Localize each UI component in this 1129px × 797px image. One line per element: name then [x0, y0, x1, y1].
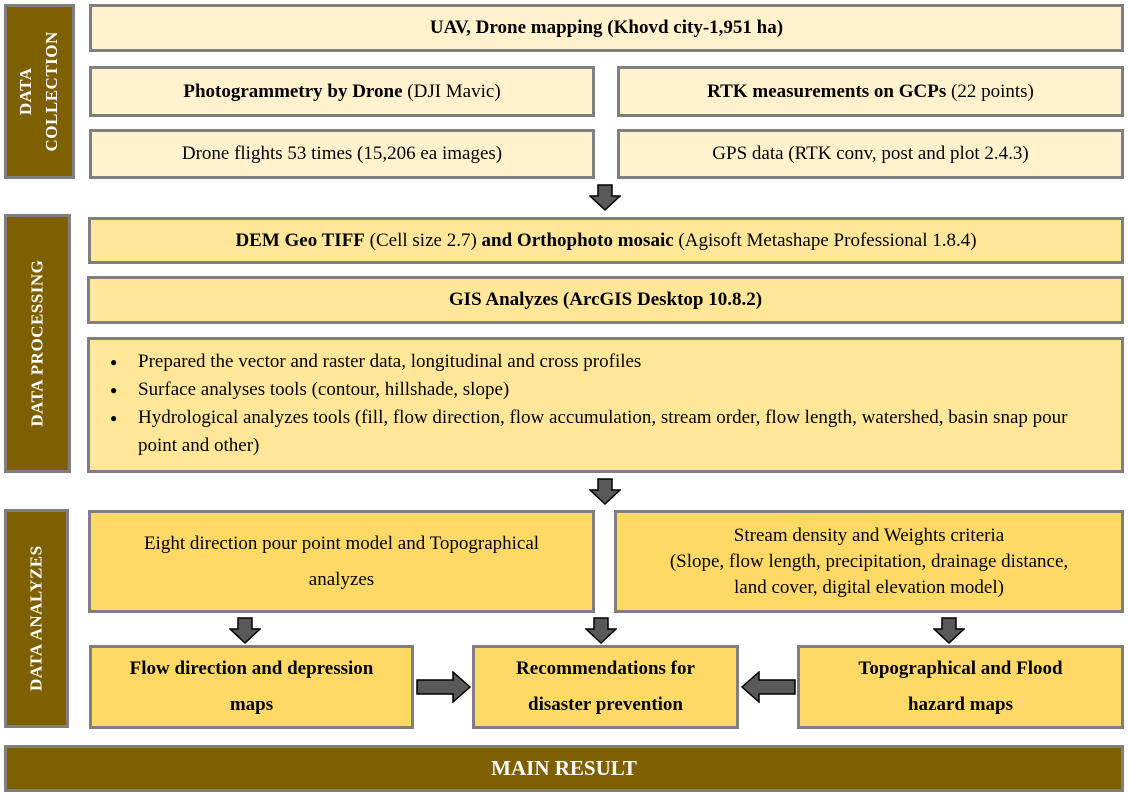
arrow-down-icon	[589, 478, 621, 505]
box-text: UAV, Drone mapping (Khovd city-1,951 ha)	[429, 17, 784, 39]
list-item: Prepared the vector and raster data, lon…	[108, 348, 1105, 376]
box-text: Flow direction and depression maps	[129, 658, 374, 715]
arrow-down-icon	[585, 617, 617, 644]
list-item: Hydrological analyzes tools (fill, flow …	[108, 404, 1105, 460]
box-text-bold: and Orthophoto mosaic	[481, 229, 674, 251]
box-text: Recommendations for disaster prevention	[516, 658, 695, 715]
section-label-text: DATA PROCESSING	[27, 260, 47, 427]
flow-direction-maps-box: Flow direction and depression maps	[89, 645, 414, 729]
box-text: GPS data (RTK conv, post and plot 2.4.3)	[712, 143, 1029, 165]
box-text-bold: Photogrammetry by Drone	[183, 80, 403, 102]
box-text: (Cell size 2.7)	[364, 229, 482, 251]
arrow-down-icon	[229, 617, 261, 644]
box-text-line: Stream density and Weights criteria	[733, 524, 1005, 546]
box-text: (22 points)	[946, 80, 1034, 102]
box-text-bold: DEM Geo TIFF	[235, 229, 365, 251]
box-text: (Agisoft Metashape Professional 1.8.4)	[673, 229, 977, 251]
box-text: Drone flights 53 times (15,206 ea images…	[181, 143, 503, 165]
section-label-line1: DATA	[16, 67, 36, 116]
section-label-data-processing: DATA PROCESSING	[4, 214, 71, 473]
box-text: Eight direction pour point model and Top…	[143, 532, 540, 590]
arrow-down-icon	[933, 617, 965, 644]
gis-analyzes-box: GIS Analyzes (ArcGIS Desktop 10.8.2)	[87, 276, 1124, 324]
section-label-data-analyzes: DATA ANALYZES	[4, 509, 69, 728]
eight-direction-box: Eight direction pour point model and Top…	[88, 510, 595, 613]
uav-drone-mapping-box: UAV, Drone mapping (Khovd city-1,951 ha)	[89, 4, 1124, 52]
section-label-data-collection: DATA COLLECTION	[4, 4, 75, 179]
arrow-down-icon	[589, 184, 621, 211]
gps-data-box: GPS data (RTK conv, post and plot 2.4.3)	[617, 129, 1124, 179]
box-text-line: (Slope, flow length, precipitation, drai…	[669, 550, 1069, 572]
box-text: (DJI Mavic)	[402, 80, 501, 102]
drone-flights-box: Drone flights 53 times (15,206 ea images…	[89, 129, 595, 179]
photogrammetry-box: Photogrammetry by Drone (DJI Mavic)	[89, 66, 595, 117]
section-label-text: DATA ANALYZES	[26, 545, 46, 692]
box-text: Topographical and Flood hazard maps	[858, 658, 1063, 715]
rtk-measurements-box: RTK measurements on GCPs (22 points)	[617, 66, 1124, 117]
stream-density-box: Stream density and Weights criteria (Slop…	[614, 510, 1124, 613]
box-text-bold: RTK measurements on GCPs	[707, 80, 947, 102]
section-label-line2: COLLECTION	[42, 31, 62, 152]
dem-orthophoto-box: DEM Geo TIFF (Cell size 2.7) and Orthoph…	[88, 217, 1124, 264]
arrow-right-icon	[416, 671, 471, 703]
main-result-text: MAIN RESULT	[491, 756, 637, 780]
arrow-left-icon	[741, 671, 796, 703]
main-result-banner: MAIN RESULT	[4, 745, 1124, 792]
recommendations-box: Recommendations for disaster prevention	[472, 645, 739, 729]
list-item: Surface analyses tools (contour, hillsha…	[108, 376, 1105, 404]
box-text-line: land cover, digital elevation model)	[734, 576, 1004, 598]
gis-tools-list: Prepared the vector and raster data, lon…	[87, 337, 1124, 473]
box-text: GIS Analyzes (ArcGIS Desktop 10.8.2)	[448, 289, 763, 311]
topographical-flood-maps-box: Topographical and Flood hazard maps	[797, 645, 1124, 729]
